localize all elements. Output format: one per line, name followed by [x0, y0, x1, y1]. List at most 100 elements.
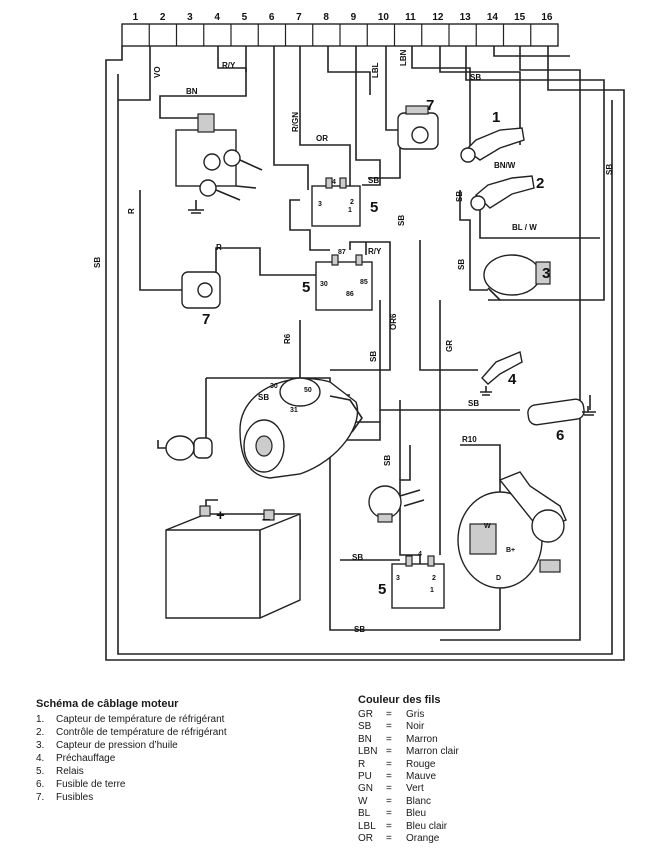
wire-label: SB: [397, 215, 406, 226]
relay-middle: [315, 254, 373, 311]
terminal-label: 3: [396, 575, 400, 582]
wire-color-row: BL=Bleu: [358, 808, 558, 820]
component-number: 3: [542, 265, 550, 282]
wire-label: SB: [369, 351, 378, 362]
legend-item-label: Fusibles: [56, 792, 94, 803]
connector-pin-number: 3: [187, 12, 193, 23]
wire-color-code: R: [358, 758, 366, 770]
wire-color-equals: =: [386, 783, 392, 795]
component-number: 7: [426, 97, 434, 114]
wire-color-row: GR=Gris: [358, 709, 558, 721]
battery-negative-label: –: [262, 511, 270, 528]
connector-pin-number: 2: [160, 12, 166, 23]
wire-label: SB: [368, 176, 379, 185]
legend-item-number: 2.: [36, 727, 45, 738]
wire-label: BL / W: [512, 223, 537, 232]
coolant-temp-sensor: [460, 127, 525, 163]
legend-item: 7. Fusibles: [36, 791, 336, 804]
legend-item-label: Relais: [56, 766, 84, 777]
connector-pin-number: 7: [296, 12, 302, 23]
wire-label: R/Y: [368, 247, 382, 256]
relay-top: [311, 177, 361, 227]
terminal-label: 2: [432, 575, 436, 582]
wire-label: LBL: [371, 62, 380, 78]
wire-label: R/Y: [222, 61, 236, 70]
wire-color-equals: =: [386, 770, 392, 782]
connector-pin-number: 11: [405, 12, 416, 23]
ground-fuse: [527, 398, 596, 426]
wire-color-code: LBL: [358, 820, 376, 832]
wire-label: SB: [93, 257, 102, 268]
wire-label: R/GN: [291, 112, 300, 132]
legend-item-number: 1.: [36, 714, 45, 725]
wire-label: BN/W: [494, 161, 516, 170]
wire-color-name: Marron: [406, 733, 438, 745]
connector-pin-number: 4: [214, 12, 220, 23]
legend-item: 3.Capteur de pression d’huile: [36, 739, 336, 752]
wire-label: R: [216, 243, 222, 252]
wire-label: SB: [457, 259, 466, 270]
wire-label: GR: [445, 340, 454, 352]
terminal-label: 31: [290, 407, 298, 414]
legend-item-number: 6.: [36, 779, 45, 790]
relay-bottom: [391, 555, 445, 609]
connector-pin-number: 8: [323, 12, 329, 23]
terminal-label: D: [496, 575, 501, 582]
component-number: 1: [492, 109, 500, 126]
wire-color-equals: =: [386, 795, 392, 807]
wire-color-equals: =: [386, 746, 392, 758]
legend-item-label: Capteur de pression d’huile: [56, 740, 178, 751]
legend-item: 2. Contrôle de température de réfrigérant: [36, 726, 336, 739]
legend-item-number: 5.: [36, 766, 45, 777]
legend-item-number: 7.: [36, 792, 45, 803]
wire-color-equals: =: [386, 758, 392, 770]
legend-item: 4.Préchauffage: [36, 752, 336, 765]
connector-pin-number: 6: [269, 12, 275, 23]
terminal-label: 2: [350, 199, 354, 206]
wire-color-code: LBN: [358, 746, 378, 758]
terminal-label: B+: [506, 547, 515, 554]
wire-label: SB: [470, 73, 481, 82]
connector-pin-number: 9: [351, 12, 357, 23]
terminal-label: 85: [360, 279, 368, 286]
wire-label: VO: [153, 66, 162, 78]
wire-label: LBN: [399, 49, 408, 66]
wire-color-name: Bleu clair: [406, 820, 448, 832]
wire-color-code: OR: [358, 832, 373, 844]
connector-pin-number: 14: [487, 12, 499, 23]
component-number: 6: [556, 427, 564, 444]
wire-color-row: W = Blanc: [358, 796, 558, 808]
terminal-label: 30: [270, 383, 278, 390]
component-number: 5: [370, 199, 378, 216]
terminal-label: 86: [346, 291, 354, 298]
connector-pin-number: 13: [460, 12, 472, 23]
component-number: 5: [302, 279, 310, 296]
wire-color-equals: =: [386, 832, 392, 844]
legend-item: 1.Capteur de température de réfrigérant: [36, 713, 336, 726]
wire-label: BN: [186, 87, 198, 96]
terminal-label: 4: [418, 551, 422, 558]
fuse-holder-left: [181, 271, 221, 309]
terminal-label: 4: [332, 179, 336, 186]
component-number: 4: [508, 371, 517, 388]
wire-color-code: PU: [358, 770, 372, 782]
wire-color-code: W: [358, 795, 368, 807]
wire-color-name: Blanc: [406, 795, 432, 807]
wire-color-code: BN: [358, 733, 372, 745]
wire-color-name: Rouge: [406, 758, 436, 770]
legend-title: Schéma de câblage moteur: [36, 698, 179, 710]
wire-color-name: Vert: [406, 783, 424, 795]
preheat-block: [175, 113, 263, 214]
component-number: 7: [202, 311, 210, 328]
wire-color-name: Gris: [406, 709, 425, 720]
terminal-label: 50: [304, 387, 312, 394]
terminal-label: W: [484, 523, 491, 530]
legend-item: 5. Relais: [36, 765, 336, 778]
wire-color-code: GN: [358, 783, 373, 795]
legend-item-label: Contrôle de température de réfrigérant: [56, 727, 227, 738]
wire-color-code: SB: [358, 721, 372, 733]
